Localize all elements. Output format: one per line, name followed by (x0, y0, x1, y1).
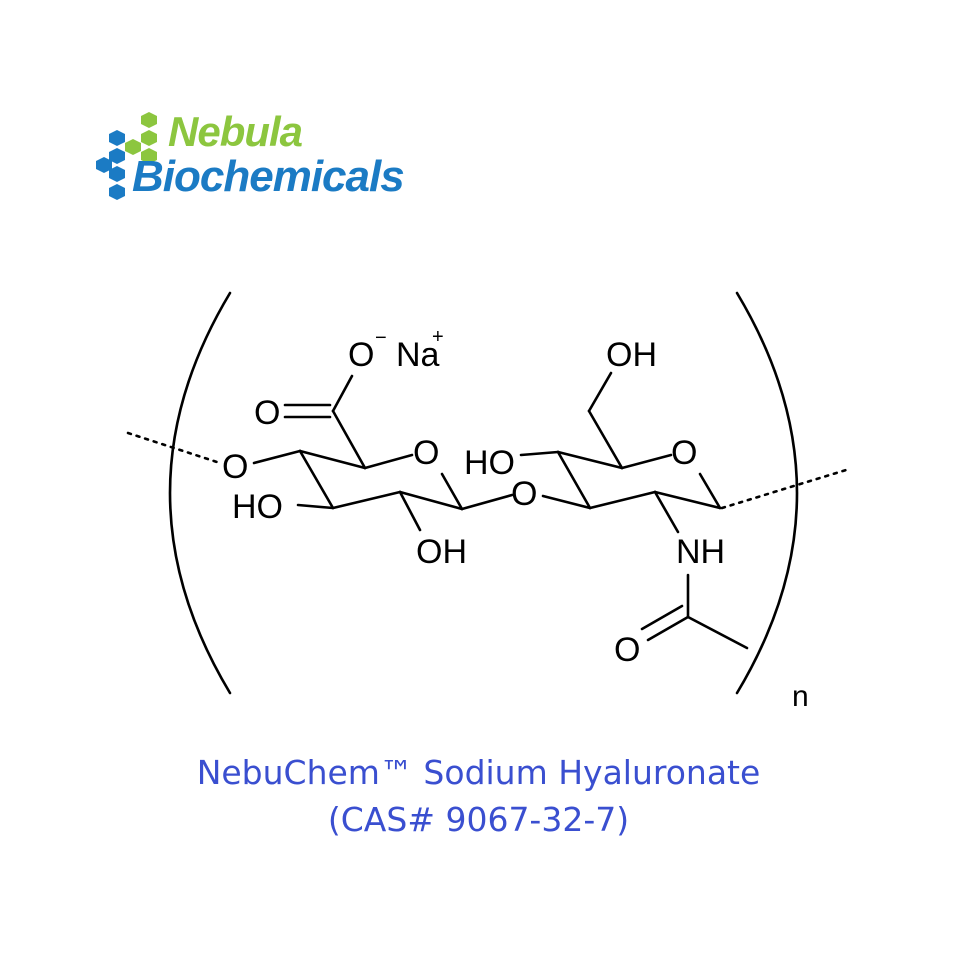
bridge-oxygen-label: O (511, 475, 537, 513)
positive-charge-label: + (432, 326, 444, 348)
repeat-unit-n-label: n (792, 680, 809, 713)
ring2-oxygen-label: O (671, 434, 697, 472)
hydroxyl-left-label: HO (232, 488, 283, 526)
left-bracket (168, 291, 232, 695)
hexagon-cluster-icon (96, 112, 157, 200)
hydroxyl-bottom-label: OH (416, 533, 467, 571)
left-dotted-bond (126, 431, 222, 465)
product-name: NebuChem™ Sodium Hyaluronate (196, 753, 761, 792)
carboxylate-oxygen-label: O (348, 336, 374, 374)
sodium-label: Na (396, 336, 440, 374)
amide-oxygen-label: O (614, 631, 640, 669)
linkage-oxygen-left-label: O (222, 448, 248, 486)
ring1-oxygen-label: O (413, 434, 439, 472)
right-dotted-bond (720, 468, 848, 510)
cas-number: (CAS# 9067-32-7) (327, 800, 630, 839)
right-bracket (735, 291, 799, 695)
carbonyl-oxygen-label: O (254, 394, 280, 432)
hydroxyl-top-label: OH (606, 336, 657, 374)
hydroxyl-ring2-label: HO (464, 444, 515, 482)
negative-charge-label: − (375, 327, 387, 349)
amine-label: NH (676, 533, 725, 571)
logo-text-nebula: Nebula (168, 108, 303, 155)
logo-text-biochemicals: Biochemicals (132, 152, 405, 201)
company-logo: Nebula Biochemicals (95, 110, 405, 210)
